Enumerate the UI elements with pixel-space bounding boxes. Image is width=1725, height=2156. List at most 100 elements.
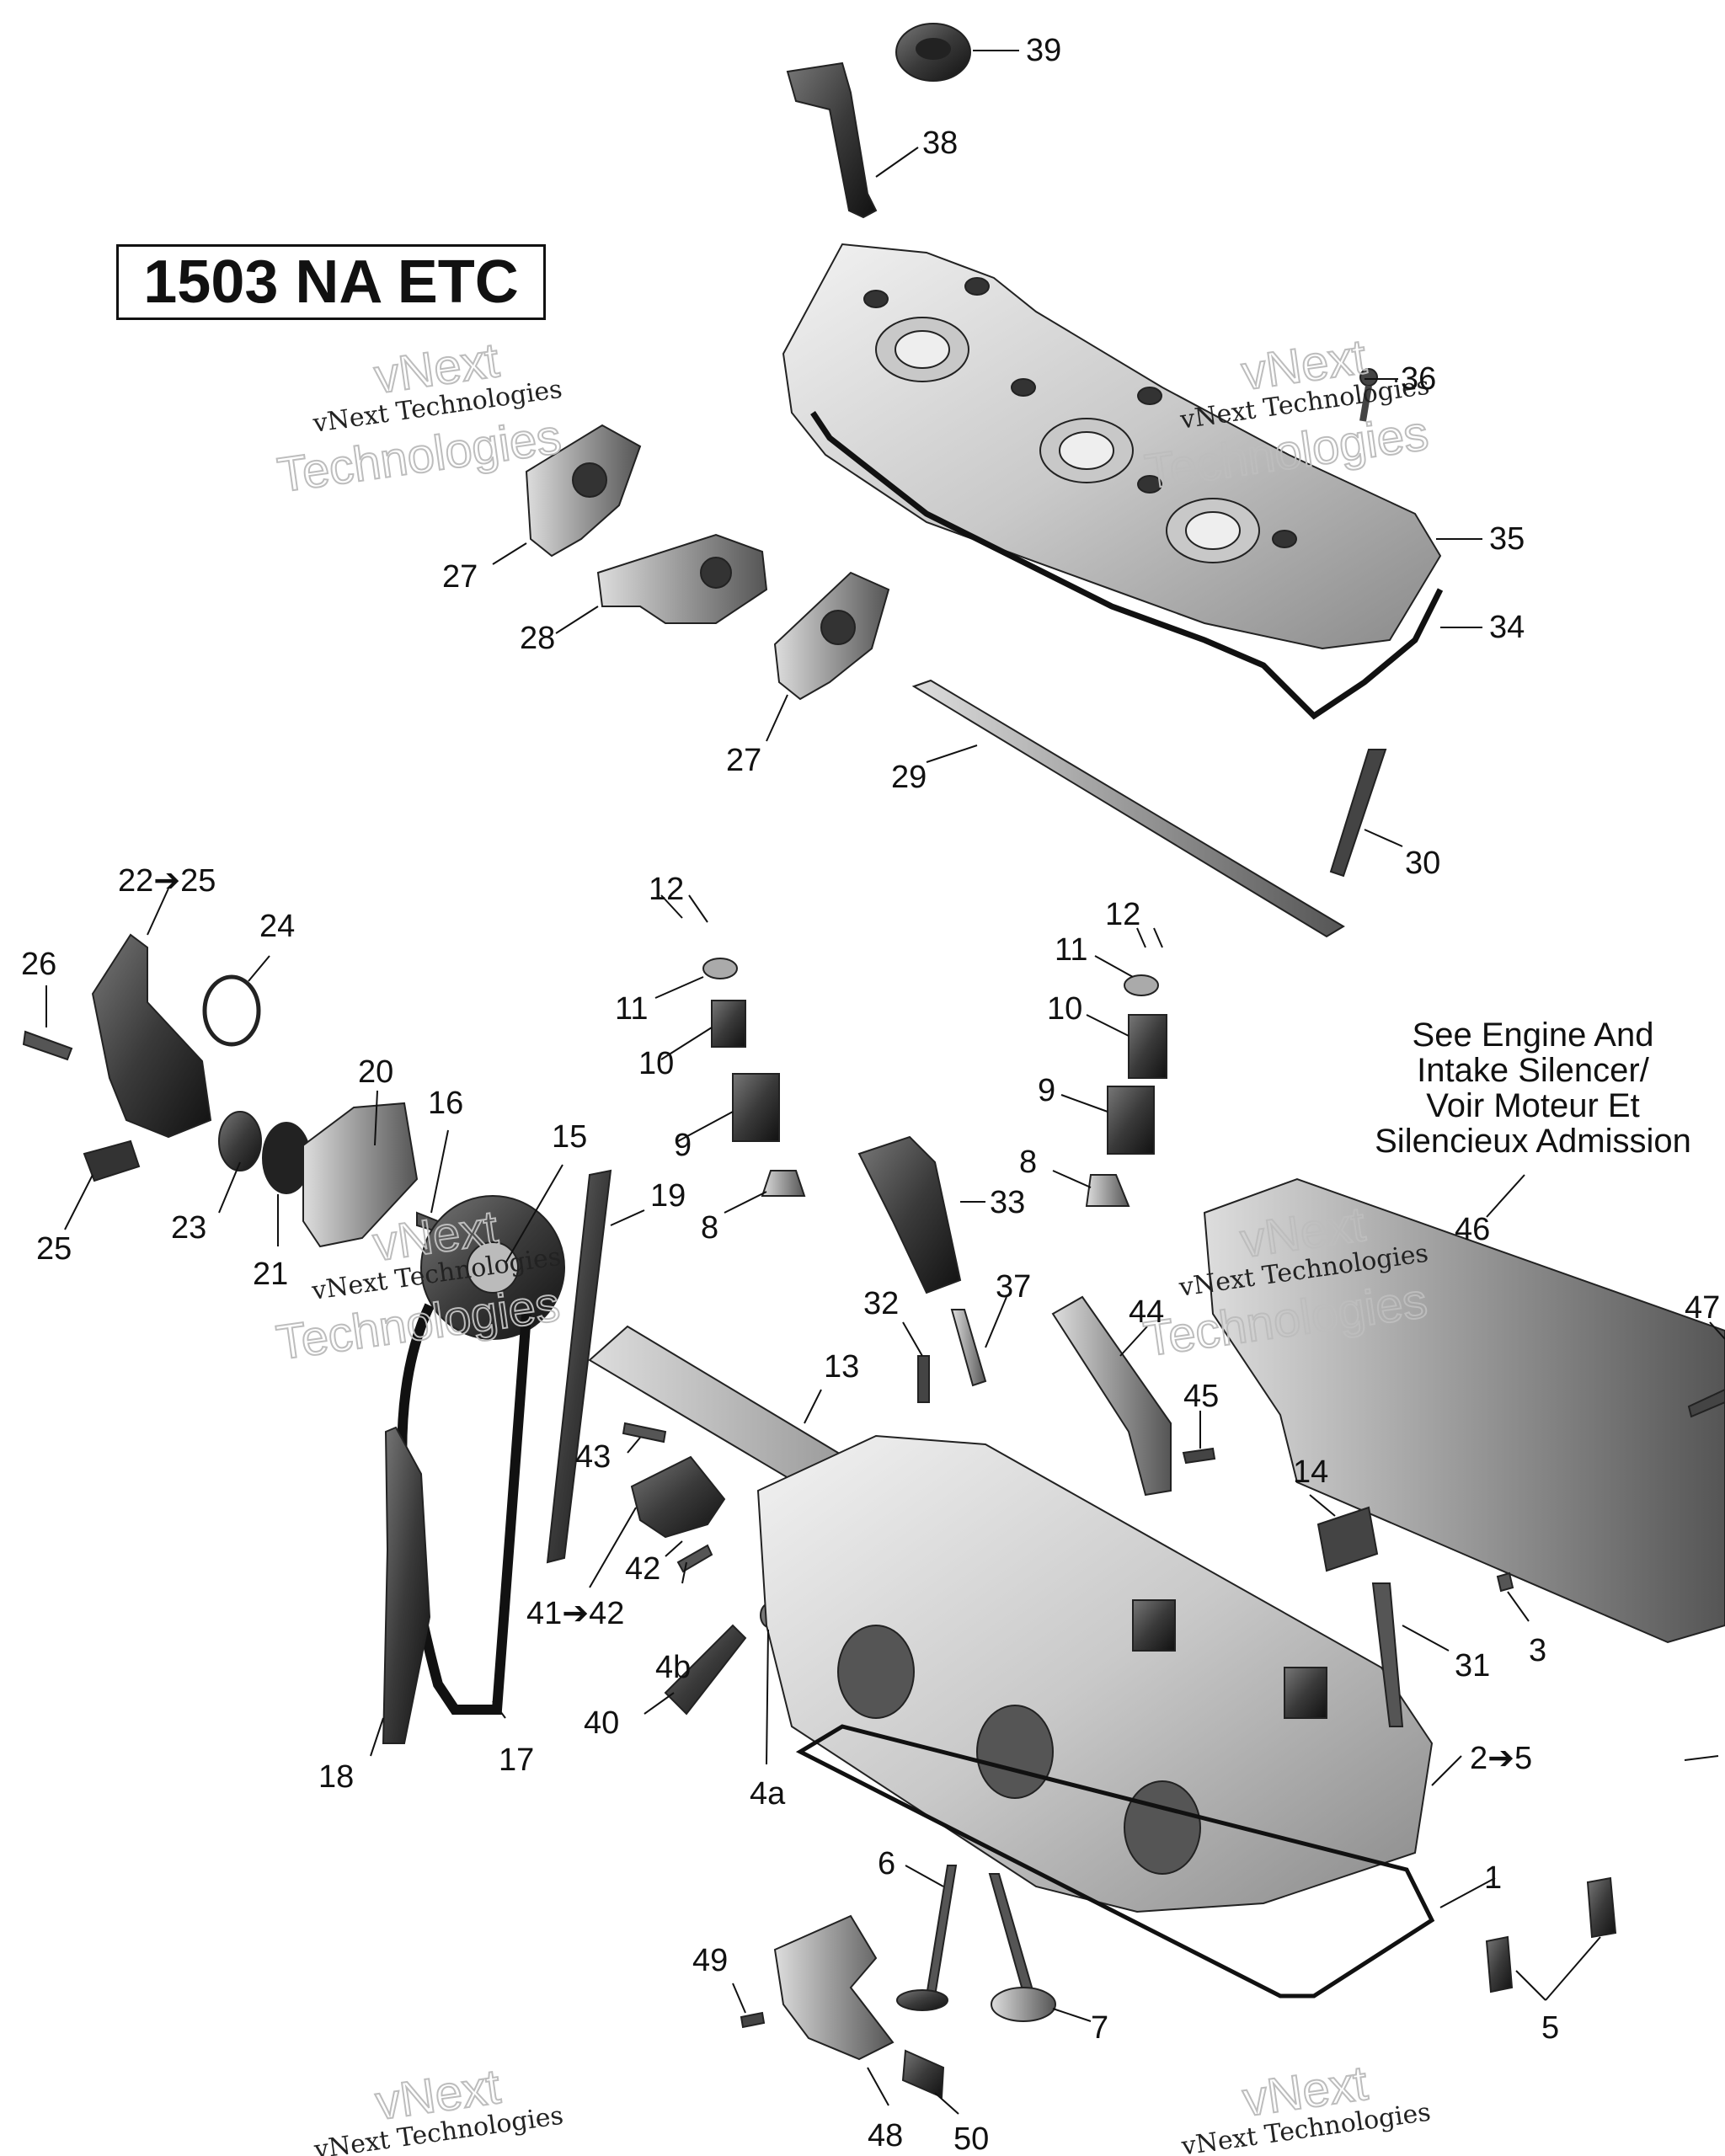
callout-10-right: 10 (1047, 991, 1082, 1027)
part-43-bolt (622, 1422, 667, 1444)
callout-42: 42 (625, 1551, 660, 1587)
part-42-bolt (676, 1544, 713, 1573)
callout-27-upper: 27 (442, 559, 478, 595)
callout-26: 26 (21, 947, 56, 982)
callout-46: 46 (1455, 1212, 1490, 1247)
callout-4a: 4a (750, 1776, 786, 1812)
callout-28: 28 (520, 621, 555, 656)
watermark-a: vNext Technologies vNext Technologies (274, 332, 565, 504)
callout-19: 19 (650, 1178, 686, 1214)
part-30-bolt (1329, 749, 1387, 878)
note-line-4: Silencieux Admission (1375, 1123, 1691, 1160)
callout-4b: 4b (655, 1650, 691, 1685)
callout-31: 31 (1455, 1648, 1490, 1684)
callout-8-left: 8 (701, 1210, 718, 1246)
callout-36: 36 (1401, 361, 1436, 397)
callout-15: 15 (552, 1119, 587, 1155)
part-5-dowel-a (1485, 1935, 1514, 1993)
part-46-intake-manifold (1203, 1177, 1725, 1644)
callout-25: 25 (36, 1231, 72, 1267)
part-45-bolt (1182, 1447, 1216, 1465)
part-2-head-gasket (795, 1724, 1435, 1999)
callout-48: 48 (868, 2118, 903, 2153)
callout-5: 5 (1541, 2010, 1559, 2046)
callout-45: 45 (1183, 1379, 1219, 1414)
part-49-bolt (740, 2011, 766, 2029)
callout-2-5: 2➔5 (1470, 1741, 1532, 1776)
callout-14: 14 (1293, 1454, 1328, 1490)
part-22-tensioner (91, 933, 212, 1139)
part-41-sensor (630, 1455, 726, 1539)
part-40-sensor (664, 1624, 747, 1716)
part-18-guide (382, 1426, 431, 1744)
leader-lines (45, 50, 1725, 2115)
part-34-gasket (810, 411, 1444, 720)
callout-9-right: 9 (1038, 1073, 1055, 1108)
note-line-1: See Engine And (1412, 1017, 1654, 1054)
part-48-bracket (773, 1914, 895, 2061)
part-38-bolt (786, 61, 878, 219)
reference-note: See Engine And Intake Silencer/ Voir Mot… (1331, 1017, 1725, 1159)
note-line-2: Intake Silencer/ (1417, 1052, 1649, 1089)
part-5-dowel-b (1586, 1876, 1617, 1939)
part-33-tube (857, 1135, 962, 1294)
callout-7: 7 (1091, 2010, 1108, 2046)
part-15-sprocket (420, 1195, 565, 1340)
callout-21: 21 (253, 1257, 288, 1292)
callout-6: 6 (878, 1846, 895, 1881)
callout-38: 38 (922, 125, 958, 161)
part-32-bolt (917, 1355, 930, 1403)
part-27-support-b (773, 571, 890, 701)
watermark-f: vNext vNext Technologies (1179, 2055, 1433, 2156)
part-valvetrain-right (1085, 974, 1167, 1207)
callout-22-25: 22➔25 (118, 863, 216, 899)
part-36-screw (1359, 368, 1378, 422)
callout-44: 44 (1129, 1294, 1164, 1330)
callout-24: 24 (259, 909, 295, 944)
callout-41-42: 41➔42 (526, 1596, 624, 1631)
part-24-o-ring (202, 974, 261, 1047)
callout-32: 32 (863, 1286, 899, 1321)
part-35-valve-cover (782, 243, 1442, 650)
watermark-e: vNext vNext Technologies (312, 2058, 565, 2156)
part-29-shaft (911, 679, 1345, 938)
part-28-rocker (596, 533, 768, 624)
callout-23: 23 (171, 1210, 206, 1246)
model-title: 1503 NA ETC (116, 244, 546, 320)
callout-27-lower: 27 (726, 743, 761, 778)
part-23-seal (218, 1111, 262, 1171)
callout-10-left: 10 (638, 1046, 674, 1081)
callout-34: 34 (1489, 610, 1525, 645)
callout-12-right: 12 (1105, 897, 1140, 932)
part-37-plug (950, 1309, 987, 1387)
callout-9-left: 9 (674, 1128, 692, 1163)
part-25-plug (83, 1139, 141, 1182)
part-50-sleeve (901, 2049, 945, 2099)
part-47-bolt (1687, 1388, 1725, 1418)
part-20-cover (302, 1102, 419, 1248)
note-line-3: Voir Moteur Et (1426, 1087, 1640, 1124)
callout-30: 30 (1405, 846, 1440, 881)
callout-43: 43 (575, 1439, 611, 1475)
callout-29: 29 (891, 760, 927, 795)
callout-8-right: 8 (1019, 1145, 1037, 1180)
callout-16: 16 (428, 1086, 463, 1121)
callout-40: 40 (584, 1705, 619, 1741)
callout-1: 1 (1484, 1860, 1502, 1896)
part-44-bracket (1051, 1295, 1172, 1497)
part-39-grommet (895, 23, 971, 82)
part-14-clip (1316, 1506, 1379, 1572)
callout-33: 33 (990, 1185, 1025, 1220)
parts-illustration (22, 23, 1725, 2099)
callout-39: 39 (1026, 33, 1061, 68)
part-27-support-a (525, 424, 642, 558)
part-1-cylinder-head (756, 1434, 1434, 1913)
callout-47: 47 (1685, 1290, 1720, 1326)
part-valvetrain-left (702, 958, 806, 1197)
part-19-guide (546, 1169, 612, 1564)
callout-3: 3 (1529, 1633, 1546, 1668)
callout-50: 50 (953, 2121, 989, 2156)
callout-20: 20 (358, 1054, 393, 1090)
callout-13: 13 (824, 1349, 859, 1385)
